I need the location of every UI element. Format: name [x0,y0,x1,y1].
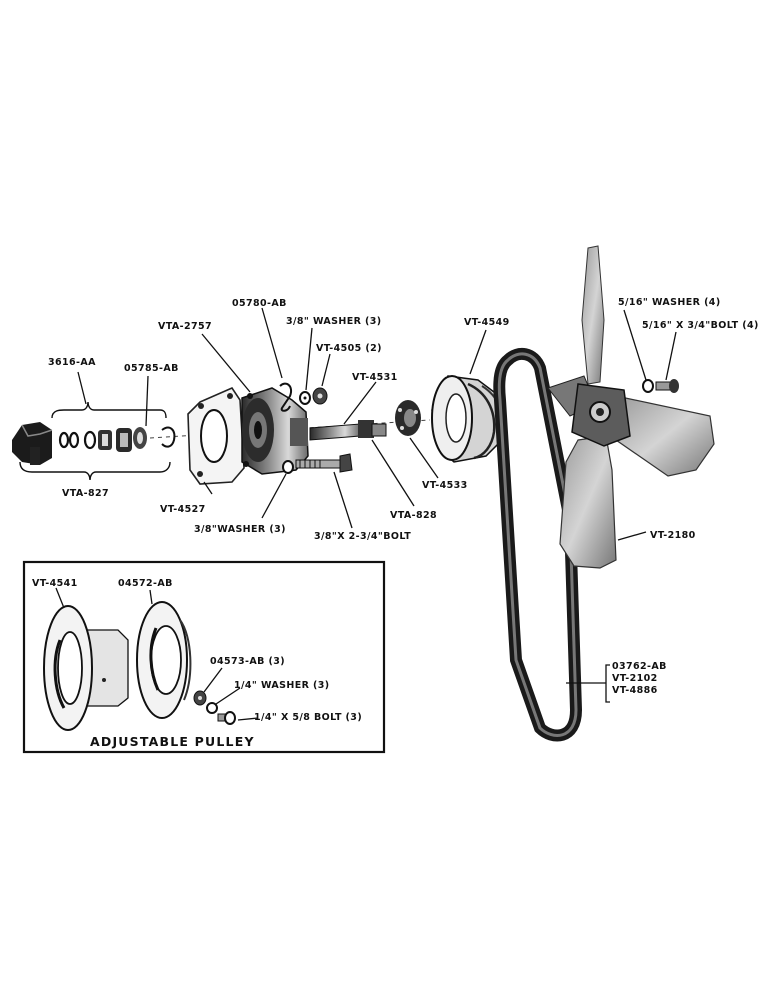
inset-washer-1-4-part [206,702,218,714]
label-belt-part-numbers: 03762-AB VT-2102 VT-4886 [612,661,667,697]
label-vt-2180: VT-2180 [650,530,696,541]
bracket-3616 [51,401,167,419]
leader-3616 [77,371,87,405]
water-pump-shaft-part [12,422,53,465]
label-05780-ab: 05780-AB [232,298,287,309]
label-vt-4549: VT-4549 [464,317,510,328]
label-vt-4886: VT-4886 [612,685,658,696]
inset-nut-04573-part [193,690,207,706]
leader-vt4505 [321,353,331,387]
leader-vt4527 [203,481,213,495]
seal-washers-part [98,428,132,452]
label-vta-828: VTA-828 [390,510,438,521]
bracket-vta827 [19,461,171,481]
hub-flange-part [395,400,421,436]
leader-washer516 [623,309,647,381]
leader-lines [77,307,677,703]
seal-cup-part [133,427,147,449]
fan-vt2180-part [547,245,715,569]
label-04572-ab: 04572-AB [118,578,173,589]
leader-vta2757 [201,333,251,393]
label-vt-4533: VT-4533 [422,480,468,491]
leader-vt2180 [617,531,647,541]
center-axis-line [149,419,431,439]
shaft-vt4531-part [309,420,387,441]
inset-flange-04572-part [136,601,192,719]
v-belt-inner-edge [497,352,578,737]
pump-housing-part [241,387,309,475]
cotter-pin-part [279,382,292,412]
inset-pulley-vt4541-part [43,605,129,731]
belt-label-bracket [605,664,610,703]
leader-washer38b [261,473,287,519]
adjustable-pulley-inset-box [22,560,386,754]
leader-vt4531 [343,381,377,425]
leader-vt4549 [469,329,487,375]
label-04573-ab: 04573-AB (3) [210,656,285,667]
label-washer-1-4: 1/4" WASHER (3) [234,680,330,691]
leader-vt4533 [409,437,439,479]
snap-ring-part [161,426,176,448]
washer-3-8-top-part [299,391,311,405]
leader-bolt516 [665,331,677,381]
nut-vt4505-part [312,387,328,405]
inset-bolt-1-4-part [217,711,236,725]
washer-5-16-part [642,379,654,393]
leader-05785 [145,375,149,427]
label-bolt-3-8: 3/8"X 2-3/4"BOLT [314,531,412,542]
seal-rings-part [58,430,97,450]
leader-vta828 [371,439,415,507]
leader-bolt38 [333,471,353,529]
label-vt-4527: VT-4527 [160,504,206,515]
label-washer-3-8-b: 3/8"WASHER (3) [194,524,286,535]
bolt-3-8-part [295,453,353,473]
label-vt-4541: VT-4541 [32,578,78,589]
label-washer-3-8-a: 3/8" WASHER (3) [286,316,382,327]
label-vt-4531: VT-4531 [352,372,398,383]
label-vta-827: VTA-827 [62,488,110,499]
inset-title: ADJUSTABLE PULLEY [90,734,255,749]
label-vt-2102: VT-2102 [612,673,658,684]
gasket-plate-part [187,386,245,485]
label-bolt-5-16: 5/16" X 3/4"BOLT (4) [642,320,759,331]
label-washer-5-16: 5/16" WASHER (4) [618,297,721,308]
leader-05780 [261,307,283,379]
inset-leader-lines [55,587,259,721]
label-03762-ab: 03762-AB [612,661,667,672]
leader-washer38a [305,327,313,391]
label-05785-ab: 05785-AB [124,363,179,374]
label-bolt-1-4: 1/4" X 5/8 BOLT (3) [254,712,363,723]
label-3616-aa: 3616-AA [48,357,96,368]
label-vt-4505: VT-4505 (2) [316,343,382,354]
label-vta-2757: VTA-2757 [158,321,213,332]
washer-3-8-lower-part [282,460,294,474]
bolt-5-16-part [655,379,679,393]
